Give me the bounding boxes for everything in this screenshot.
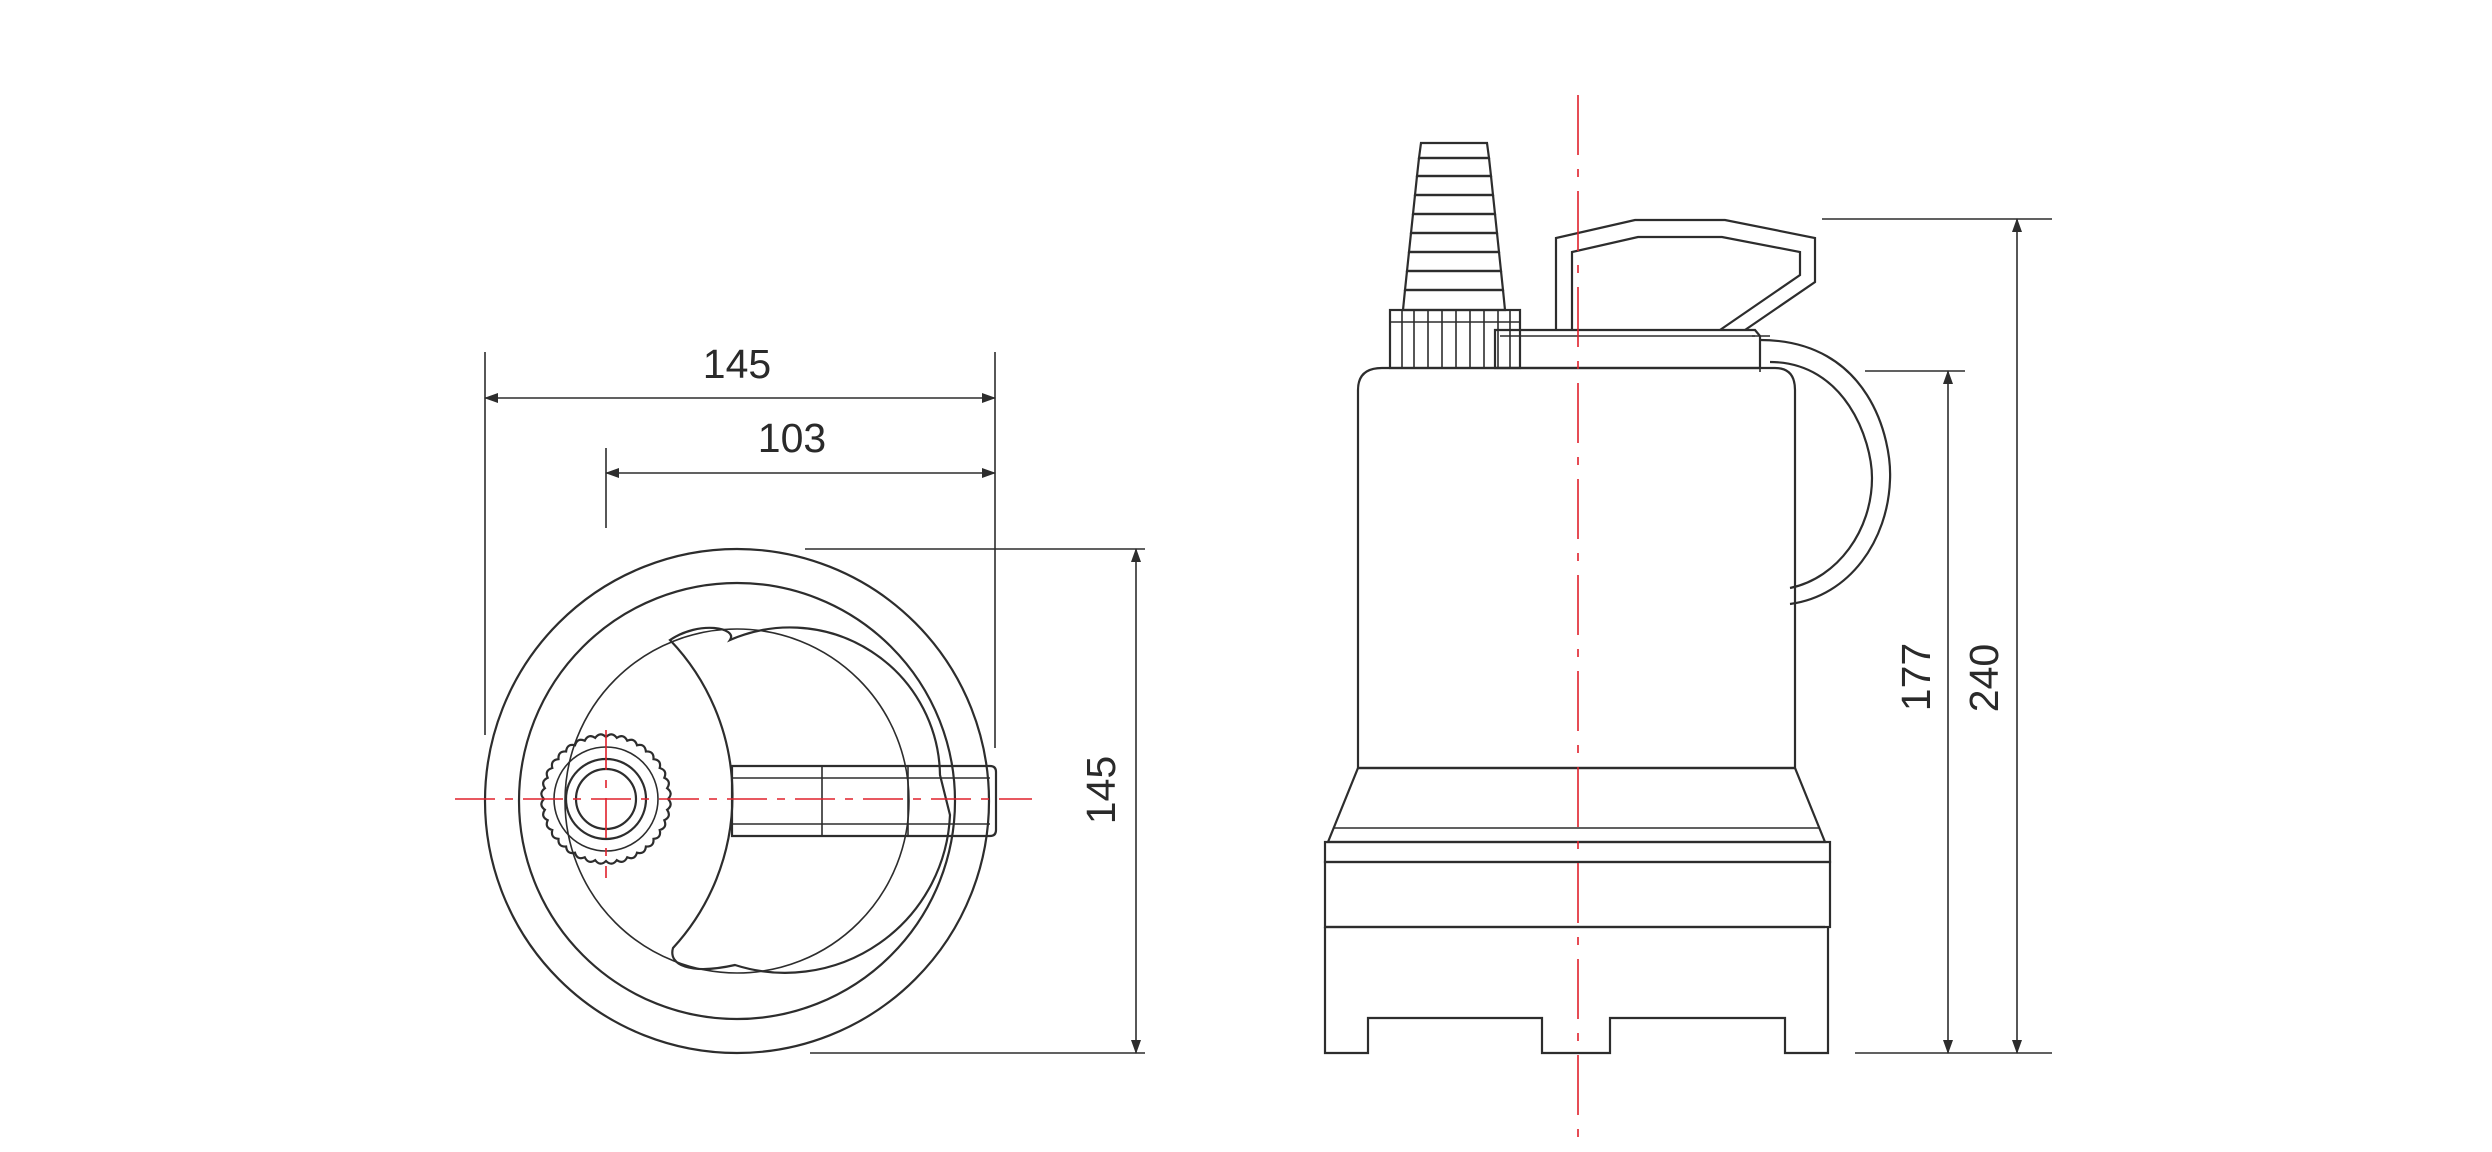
crescent-opening	[668, 626, 952, 974]
pump-base	[1323, 840, 1832, 1055]
middle-ring	[517, 581, 957, 1021]
dim-body-height-label: 177	[1893, 643, 1939, 711]
outlet-nut	[1388, 308, 1522, 370]
dim-inlet-offset-label: 103	[758, 415, 826, 461]
side-view: 177 240	[1323, 95, 2052, 1140]
dim-overall-width-label: 145	[703, 341, 771, 387]
dim-total-height-label: 240	[1961, 644, 2007, 712]
carry-handle	[1554, 218, 1817, 331]
cable-loop	[1759, 338, 1892, 606]
handle-bar	[730, 764, 998, 838]
inner-ring	[564, 628, 910, 974]
pump-skirt	[1326, 766, 1827, 844]
hose-barb	[1401, 141, 1507, 312]
pump-body	[1356, 366, 1797, 770]
dim-overall-depth-label: 145	[1078, 756, 1124, 824]
top-view: 145 103 145	[455, 341, 1145, 1055]
outer-ring	[483, 547, 991, 1055]
